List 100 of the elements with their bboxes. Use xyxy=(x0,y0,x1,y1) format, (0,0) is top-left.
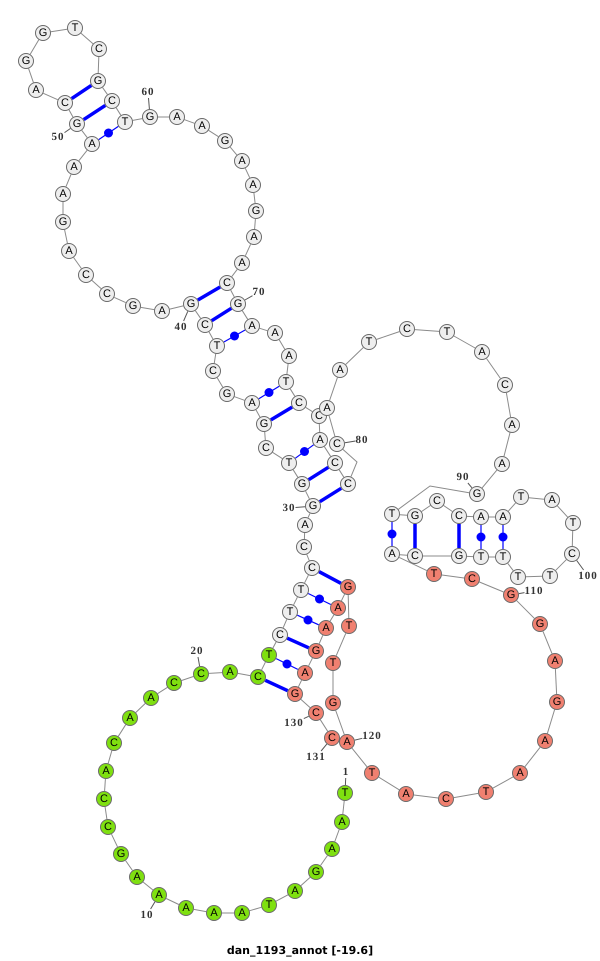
backbone-line xyxy=(398,485,470,510)
nucleotide-circle: T xyxy=(361,334,377,350)
base-pair-line xyxy=(413,524,417,548)
backbone-line xyxy=(508,502,516,512)
backbone-line xyxy=(208,672,222,674)
nucleotide-circle: A xyxy=(324,841,340,857)
nucleotide-circle: G xyxy=(248,203,264,219)
nucleotide-circle: A xyxy=(312,432,328,448)
nucleotide-circle: A xyxy=(319,400,335,416)
base-pair-line xyxy=(210,306,232,322)
nucleotide-circle: A xyxy=(495,509,511,525)
leader-line xyxy=(354,738,363,741)
nucleotide-circle: T xyxy=(495,549,511,565)
leader-line xyxy=(150,901,156,910)
nucleotide-circle: A xyxy=(512,765,528,781)
backbone-line xyxy=(376,331,400,340)
backbone-line xyxy=(244,168,250,178)
nucleotide-circle: A xyxy=(318,620,334,636)
nucleotide-circle: G xyxy=(308,864,324,880)
nucleotide-circle: A xyxy=(281,348,297,364)
backbone-line xyxy=(342,448,358,478)
nucleotide-circle: A xyxy=(330,600,346,616)
backbone-line xyxy=(108,750,112,764)
backbone-line xyxy=(78,150,88,162)
nucleotide-circle: C xyxy=(308,705,324,721)
nucleotide-circle: C xyxy=(564,546,580,562)
backbone-line xyxy=(486,358,501,379)
backbone-line xyxy=(242,310,248,320)
backbone-line xyxy=(111,834,118,848)
nucleotide-circle: T xyxy=(473,549,489,565)
backbone-line xyxy=(231,268,238,278)
nucleotide-circle: C xyxy=(197,317,213,333)
backbone-line xyxy=(516,600,535,619)
nucleotide-circle: G xyxy=(340,579,356,595)
base-pair-line xyxy=(270,406,293,422)
backbone-line xyxy=(300,698,311,708)
nucleotide-circle: G xyxy=(287,686,303,702)
nucleotide-circle: A xyxy=(332,362,348,378)
backbone-line xyxy=(305,406,313,412)
backbone-line xyxy=(329,377,338,401)
nucleotide-circle: G xyxy=(532,616,548,632)
backbone-line xyxy=(30,39,40,55)
base-pair-line xyxy=(308,466,330,482)
backbone-line xyxy=(526,576,542,578)
backbone-line xyxy=(328,415,336,437)
backbone-line xyxy=(572,530,574,546)
position-number: 20 xyxy=(190,645,204,657)
position-number: 90 xyxy=(456,471,470,483)
backbone-line xyxy=(335,710,345,735)
nucleotide-circle: G xyxy=(503,587,519,603)
base-pair-line xyxy=(258,386,280,400)
backbone-line xyxy=(466,516,474,518)
backbone-line xyxy=(132,118,143,121)
nucleotide-circle: T xyxy=(510,569,526,585)
backbone-line xyxy=(125,860,133,871)
backbone-line xyxy=(104,806,108,820)
nucleotide-circle: C xyxy=(429,493,445,509)
base-pair-line xyxy=(457,524,461,548)
backbone-line xyxy=(216,377,224,388)
backbone-line xyxy=(421,505,431,512)
backbone-line xyxy=(66,174,72,188)
backbone-line xyxy=(73,257,82,269)
nucleotide-circle: G xyxy=(125,298,141,314)
base-pair-line xyxy=(286,636,310,650)
backbone-line xyxy=(64,229,68,244)
backbone-line xyxy=(249,906,262,912)
nucleotide-circle: G xyxy=(308,643,324,659)
nucleotide-circle: C xyxy=(291,395,307,411)
backbone-line xyxy=(208,331,214,340)
nucleotide-circle: G xyxy=(325,695,341,711)
backbone-line xyxy=(482,470,498,488)
position-number: 30 xyxy=(282,502,296,514)
position-number: 110 xyxy=(524,585,544,597)
leader-line xyxy=(148,98,150,110)
nucleotide-circle: T xyxy=(341,618,357,634)
nucleotide-circle: C xyxy=(272,627,288,643)
nucleotide-circle: C xyxy=(57,95,73,111)
nucleotide-circle: T xyxy=(439,324,455,340)
leader-line xyxy=(576,560,584,570)
backbone-line xyxy=(142,882,154,890)
backbone-line xyxy=(506,392,512,418)
backbone-line xyxy=(194,310,202,319)
backbone-line xyxy=(334,829,340,842)
leader-line xyxy=(295,506,306,508)
nucleotide-circle: C xyxy=(104,93,120,109)
backbone-line xyxy=(492,776,514,789)
position-number: 70 xyxy=(252,286,266,298)
nucleotide-circle: G xyxy=(183,296,199,312)
backbone-line xyxy=(342,800,345,814)
nucleotide-circle: C xyxy=(464,571,480,587)
backbone-line xyxy=(488,516,496,518)
nucleotide-circle: G xyxy=(217,133,233,149)
backbone-line xyxy=(214,353,216,364)
backbone-line xyxy=(338,469,344,478)
nucleotide-circle: A xyxy=(504,417,520,433)
base-pair-line xyxy=(197,285,221,302)
backbone-line xyxy=(286,363,289,375)
nucleotide-circle: C xyxy=(451,508,467,524)
nucleotide-circle: A xyxy=(178,900,194,916)
nucleotide-circle: G xyxy=(18,53,34,69)
